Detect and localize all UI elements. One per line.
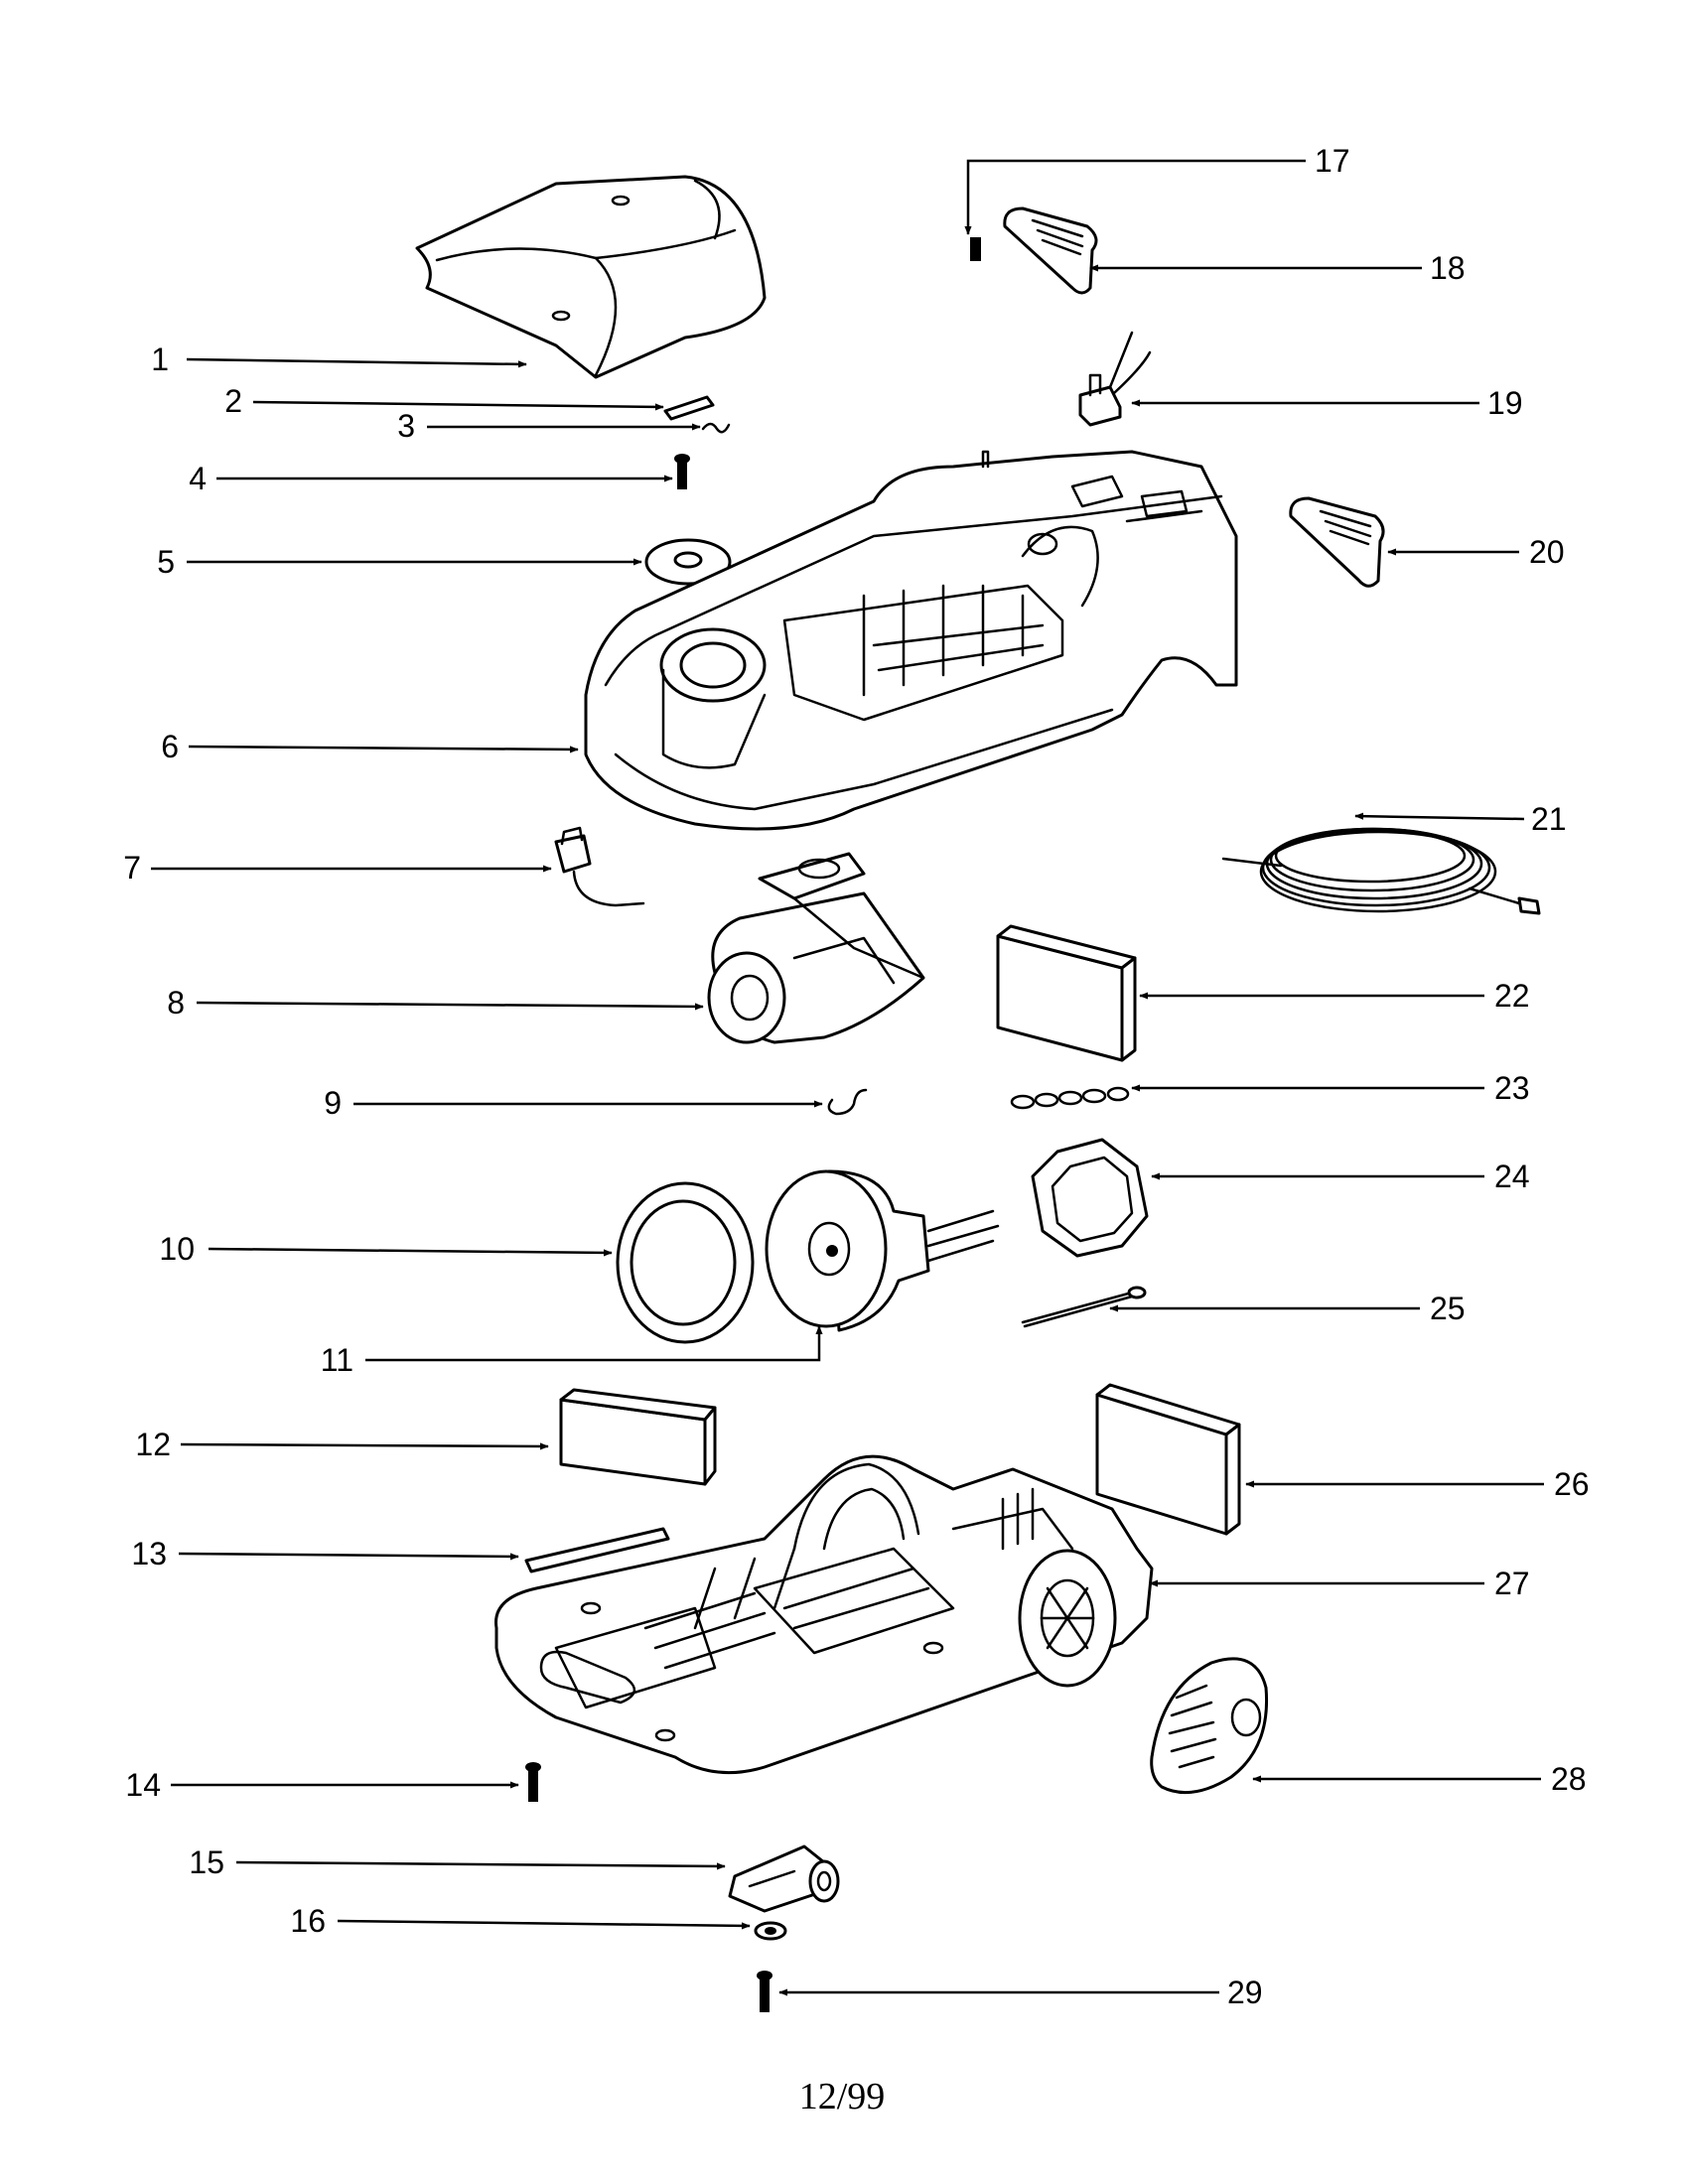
leader-2: [252, 400, 664, 411]
callout-8: 8: [167, 985, 185, 1021]
part-9-clip-illustration: [827, 1088, 868, 1116]
part-15-caster-illustration: [728, 1844, 840, 1913]
part-2-latch-illustration: [663, 395, 715, 421]
part-11-motor-illustration: [765, 1169, 1000, 1332]
part-28-wheel-cover-illustration: [1150, 1657, 1269, 1795]
callout-4: 4: [189, 461, 207, 496]
part-13-seal-strip-illustration: [524, 1527, 670, 1573]
part-6-upper-housing-illustration: [584, 450, 1238, 831]
part-5-washer-illustration: [644, 538, 732, 586]
page-footer-date: 12/99: [798, 2076, 886, 2117]
callout-12: 12: [135, 1427, 171, 1462]
part-10-gasket-illustration: [616, 1181, 755, 1344]
part-29-screw-illustration: [757, 1971, 772, 2012]
leader-6: [188, 745, 579, 753]
callout-13: 13: [131, 1536, 167, 1571]
callout-17: 17: [1315, 143, 1350, 179]
callout-15: 15: [189, 1844, 224, 1880]
callout-6: 6: [161, 729, 179, 764]
callout-1: 1: [151, 341, 169, 377]
part-12-filter-illustration: [559, 1388, 717, 1486]
leader-21: [1354, 812, 1525, 821]
callout-26: 26: [1554, 1466, 1590, 1502]
leader-15: [235, 1860, 726, 1870]
part-23-grommets-illustration: [1010, 1086, 1130, 1110]
callout-11: 11: [321, 1342, 353, 1378]
part-16-washer-illustration: [754, 1921, 787, 1941]
part-19-switch-illustration: [1078, 331, 1152, 427]
callout-3: 3: [397, 408, 415, 444]
part-22-filter-illustration: [996, 924, 1137, 1062]
callout-29: 29: [1227, 1975, 1263, 2010]
part-4-screw-illustration: [674, 454, 690, 489]
callout-18: 18: [1430, 250, 1466, 286]
callout-10: 10: [159, 1231, 195, 1267]
leader-12: [180, 1442, 549, 1450]
part-3-spring-illustration: [701, 422, 731, 434]
leader-11: [365, 1325, 823, 1362]
leader-13: [178, 1552, 519, 1561]
callout-16: 16: [290, 1903, 326, 1939]
part-18-button-illustration: [1003, 206, 1098, 295]
part-8-motor-housing-illustration: [707, 852, 925, 1044]
part-20-button-illustration: [1289, 496, 1385, 588]
leader-16: [337, 1919, 751, 1930]
callout-2: 2: [224, 383, 242, 419]
part-17-pin-illustration: [970, 237, 981, 261]
leader-17: [964, 159, 1306, 235]
leader-8: [196, 1001, 704, 1011]
leader-1: [186, 357, 527, 368]
callout-5: 5: [157, 544, 175, 580]
callout-numbers: 1 2 3 4 5 6 7 8 9 10 11 12 13 14 15 16 1…: [123, 143, 1589, 2010]
callout-7: 7: [123, 850, 141, 886]
callout-23: 23: [1494, 1070, 1530, 1106]
callout-25: 25: [1430, 1291, 1466, 1326]
part-25-cable-tie-illustration: [1021, 1286, 1147, 1328]
leader-10: [208, 1247, 613, 1257]
part-27-base-illustration: [494, 1454, 1154, 1775]
part-24-gasket-frame-illustration: [1031, 1138, 1149, 1258]
callout-27: 27: [1494, 1566, 1530, 1601]
callout-9: 9: [324, 1085, 342, 1121]
leader-lines: [151, 159, 1544, 1996]
callout-28: 28: [1551, 1761, 1587, 1797]
part-7-connector-illustration: [554, 826, 645, 907]
callout-22: 22: [1494, 978, 1530, 1014]
callout-14: 14: [125, 1767, 161, 1803]
part-1-lid-illustration: [415, 175, 767, 379]
part-26-exhaust-filter-illustration: [1095, 1383, 1241, 1536]
part-14-screw-illustration: [525, 1762, 541, 1802]
callout-21: 21: [1531, 801, 1567, 837]
part-21-power-cord-illustration: [1221, 827, 1541, 915]
callout-24: 24: [1494, 1159, 1530, 1194]
callout-20: 20: [1529, 534, 1565, 570]
callout-19: 19: [1487, 385, 1523, 421]
